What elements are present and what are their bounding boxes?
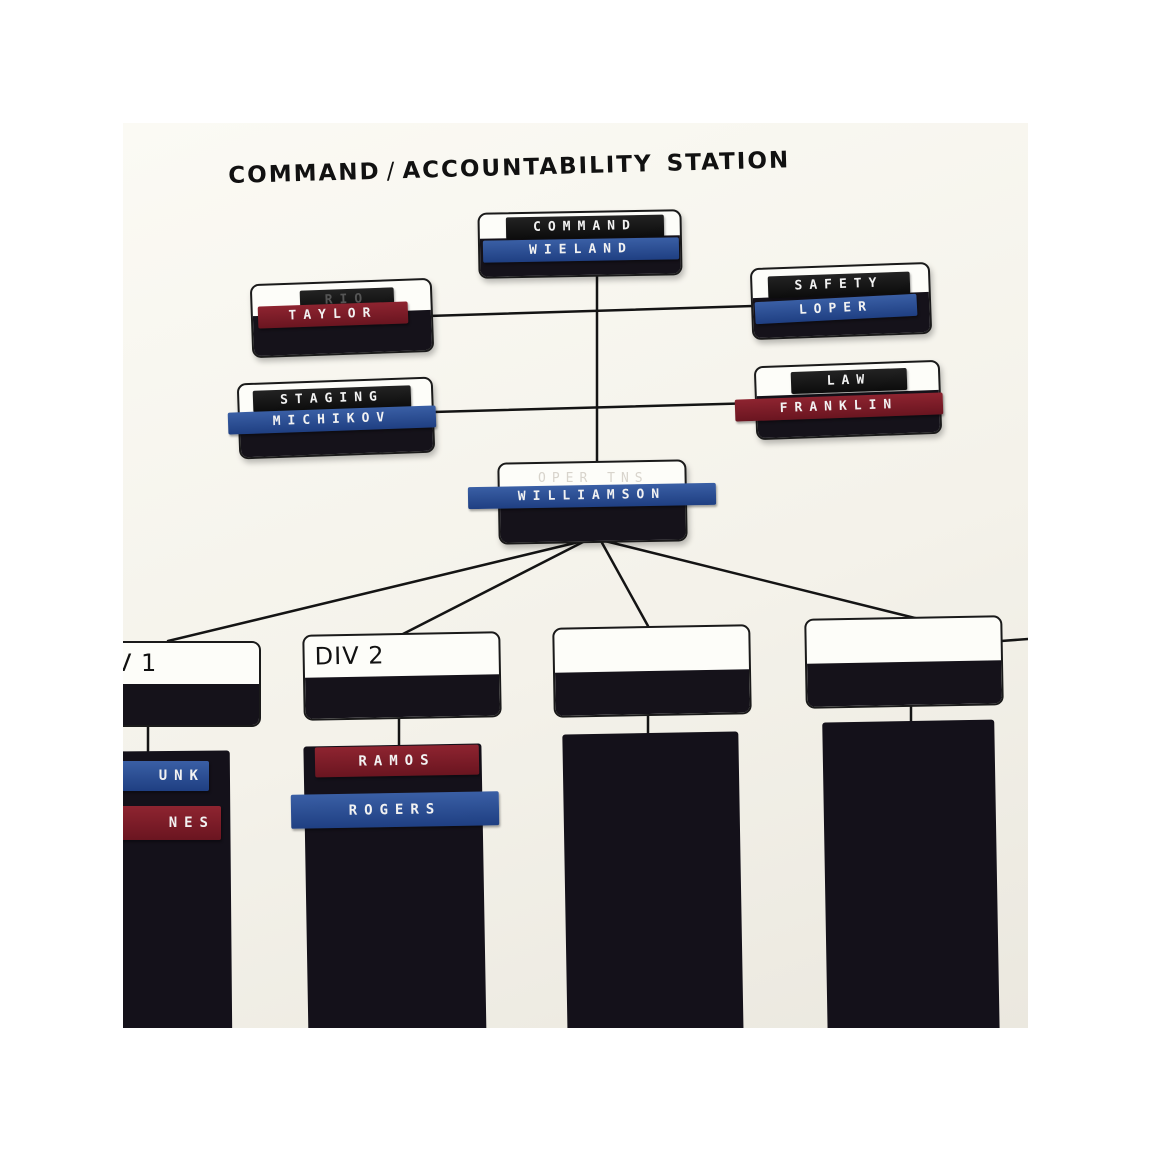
- line-staging-law: [431, 401, 760, 414]
- law-role-label: LAW: [790, 367, 908, 395]
- line-div4-right: [999, 637, 1028, 643]
- division-2-box: DIV 2: [302, 631, 502, 721]
- title-station: STATION: [666, 147, 791, 177]
- division-2-column: [303, 743, 487, 1028]
- title-command: COMMAND: [228, 158, 382, 189]
- division-1-box: V 1: [123, 641, 261, 727]
- division-1-tag-2: NES: [123, 806, 221, 840]
- line-rio-safety: [426, 304, 755, 318]
- division-2-tag-2: ROGERS: [290, 791, 500, 829]
- division-2-label: DIV 2: [314, 641, 385, 671]
- operations-name-label: WILLIAMSON: [467, 482, 717, 510]
- operations-role-label: OPER TNS: [538, 471, 649, 486]
- division-4-box: [804, 615, 1004, 709]
- line-ops-div4: [603, 539, 925, 622]
- command-name-label: WIELAND: [482, 237, 680, 263]
- division-1-label: V 1: [123, 649, 158, 677]
- division-3-column: [562, 731, 744, 1028]
- title-slash: /: [386, 158, 397, 185]
- division-2-tag-1: RAMOS: [314, 744, 480, 778]
- division-1-tag-1: UNK: [123, 761, 209, 791]
- line-ops-div3: [599, 539, 650, 628]
- line-ops-div1: [166, 539, 585, 643]
- division-1-column: [123, 750, 233, 1028]
- command-role-label: COMMAND: [505, 214, 665, 240]
- line-ops-div2: [399, 539, 587, 637]
- division-3-box: [552, 624, 752, 718]
- division-4-column: [822, 719, 1000, 1028]
